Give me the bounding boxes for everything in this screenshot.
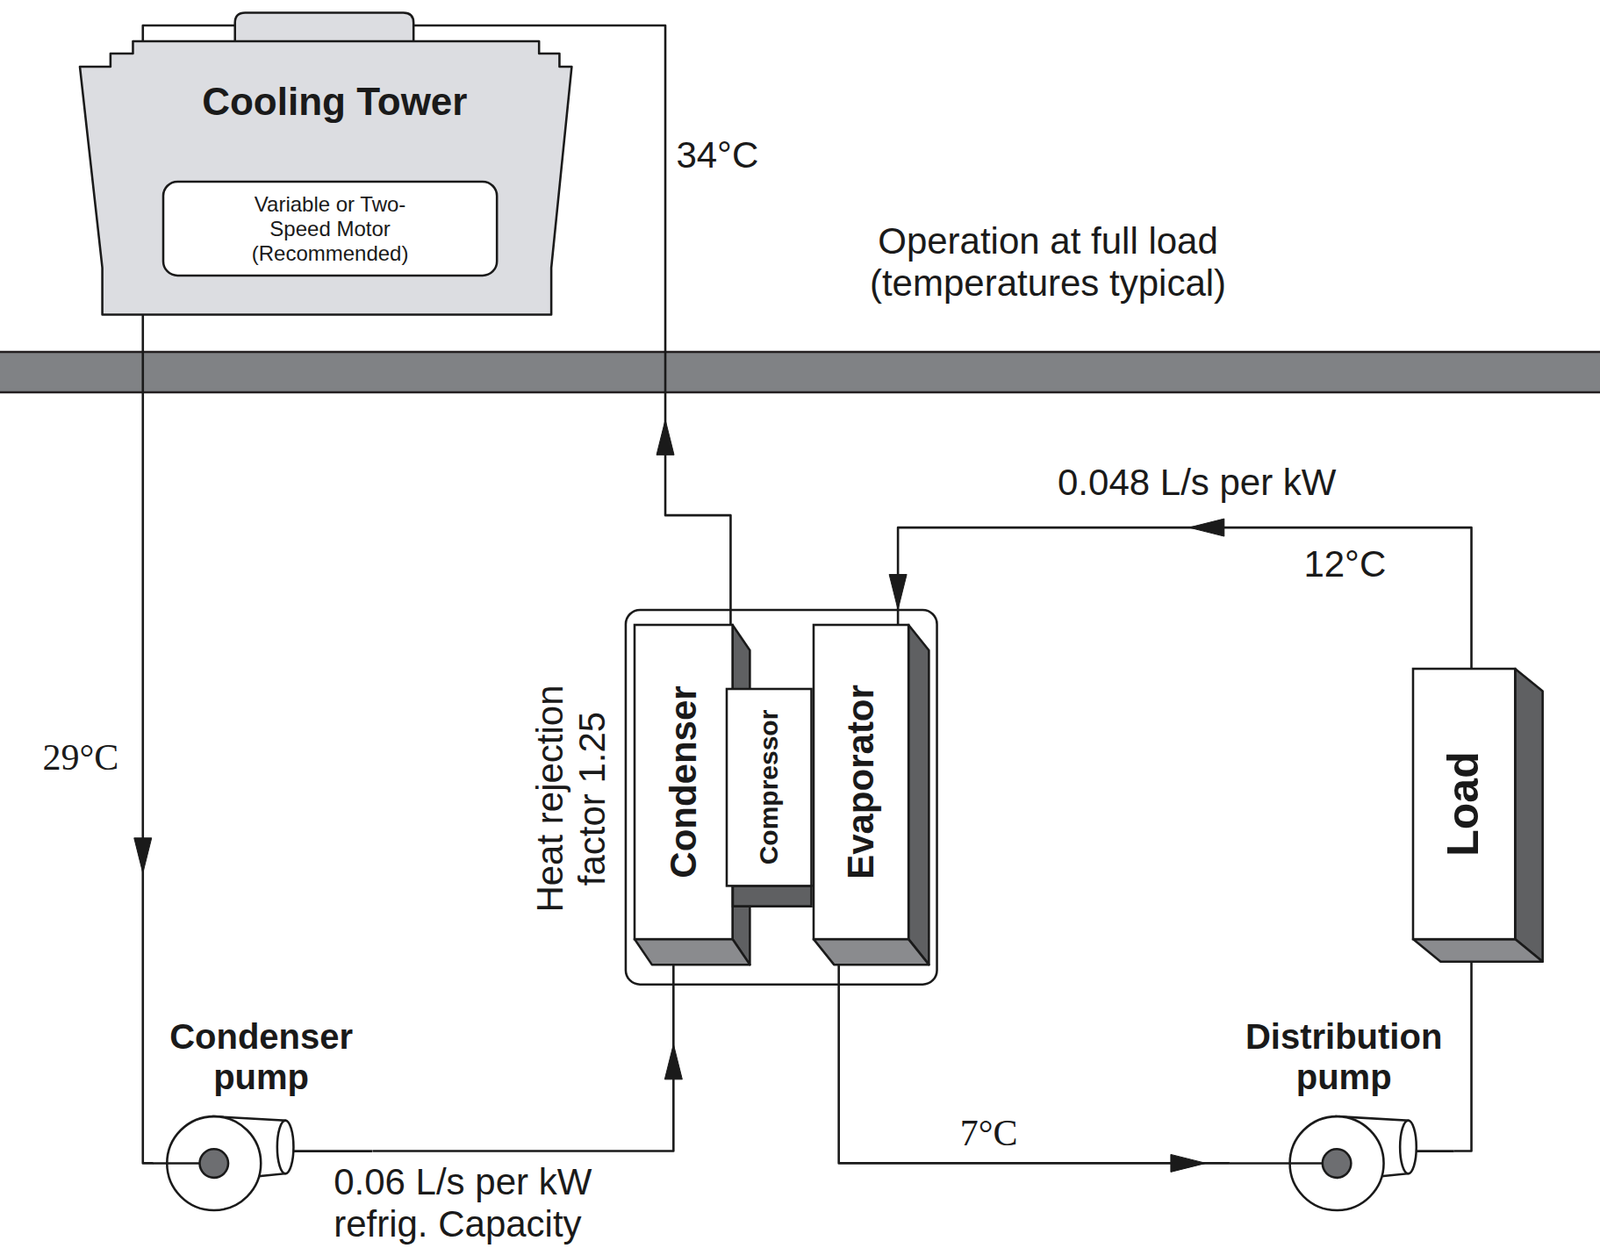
pump-outlet-pipe	[294, 1149, 374, 1153]
tower-title: Cooling Tower	[201, 79, 467, 125]
box-side-face	[1514, 668, 1543, 962]
box-front-face	[634, 624, 733, 940]
pipe-connector	[134, 314, 154, 1163]
temperature-label: 12°C	[1303, 543, 1386, 586]
node-shape-group	[163, 181, 497, 276]
node-shape-group	[79, 12, 572, 315]
roof-band	[0, 351, 1600, 393]
temperature-label: 34°C	[675, 134, 759, 177]
chiller-unit: Heat rejection factor 1.25 Condenser Compr…	[525, 609, 938, 985]
pipe-line	[372, 964, 674, 1152]
pump-hub	[1322, 1148, 1352, 1178]
arrow-head	[134, 838, 152, 874]
node-shape-group	[1413, 668, 1543, 962]
pipe-connector	[143, 25, 732, 625]
temperature-label: 29°C	[42, 736, 119, 779]
temperature-label: 0.06 L/s per kW refrig. Capacity	[333, 1161, 624, 1247]
pump-hub	[200, 1148, 230, 1178]
heat-rejection-note: Heat rejection factor 1.25	[529, 667, 615, 931]
motor-outline	[163, 181, 497, 276]
cooling-tower: Cooling TowerVariable or Two-Speed Motor…	[79, 41, 572, 316]
motor-note: Variable or Two-Speed Motor (Recommended…	[228, 192, 432, 266]
operation-note: Operation at full load (temperatures typ…	[846, 219, 1250, 305]
condenser-name: Condenser	[662, 685, 705, 878]
arrow-head	[664, 1044, 682, 1080]
pump-inlet-pipe	[1229, 1162, 1323, 1165]
pump-outlet-pipe	[1416, 1149, 1455, 1153]
tower-body	[79, 41, 572, 316]
arrow-head	[1189, 518, 1225, 537]
box-bottom-face	[813, 939, 929, 965]
box-front-face	[726, 688, 811, 886]
box-front-face	[813, 624, 909, 940]
tower-cap	[234, 12, 413, 44]
arrow-head	[656, 419, 675, 455]
pipe-line	[897, 527, 1471, 668]
pump-name: Condenser pump	[156, 1016, 367, 1098]
box-bottom-face	[634, 939, 750, 965]
pipe-connector	[372, 964, 682, 1152]
node-shape-group	[813, 624, 929, 965]
load-box: Load	[1413, 668, 1543, 962]
pipe-line	[143, 25, 732, 625]
pump-outlet	[1399, 1120, 1417, 1174]
node-shape-group	[1229, 1116, 1455, 1211]
pipe-line	[1454, 961, 1472, 1151]
temperature-label: 7°C	[960, 1111, 1019, 1154]
motor-box: Variable or Two-Speed Motor (Recommended…	[163, 181, 497, 276]
pipe-line	[143, 314, 154, 1163]
pipe-connector	[889, 518, 1471, 668]
distribution-pump: Distribution pump	[1229, 1015, 1455, 1220]
pipe-connector	[1454, 961, 1472, 1151]
box-side-face	[908, 624, 929, 965]
evaporator-box: Evaporator	[813, 624, 929, 965]
pipe-line	[839, 964, 1230, 1164]
pump-inlet-pipe	[152, 1162, 200, 1165]
box-bottom-face	[1413, 939, 1543, 962]
arrow-head	[889, 574, 907, 610]
pump-name: Distribution pump	[1238, 1016, 1450, 1098]
pipe-connector	[839, 964, 1230, 1173]
compressor-name: Compressor	[753, 710, 785, 866]
node-shape-group	[726, 688, 811, 907]
box-bottom-face	[732, 885, 812, 906]
flow-rate-label: 0.048 L/s per kW	[1057, 461, 1336, 504]
compressor-box: Compressor	[726, 688, 814, 907]
evaporator-name: Evaporator	[839, 684, 883, 880]
box-front-face	[1413, 668, 1515, 940]
chiller-outline	[625, 609, 938, 985]
arrow-head	[1170, 1154, 1206, 1172]
pump-outlet	[277, 1120, 295, 1174]
load-name: Load	[1439, 751, 1491, 856]
node-shape-group	[625, 609, 938, 985]
